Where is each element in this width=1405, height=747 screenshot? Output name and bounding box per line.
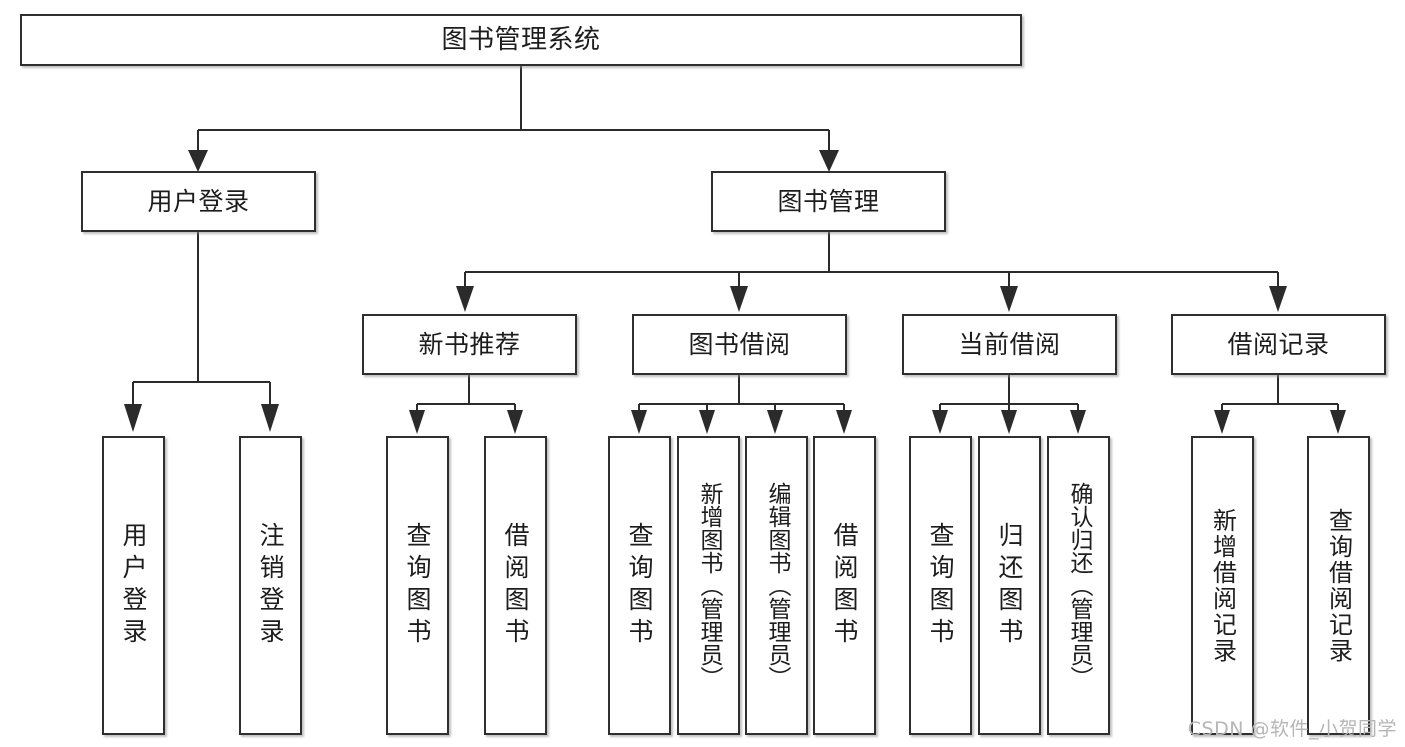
node-label: 图书管理 — [777, 186, 880, 216]
arrowhead-borrowrecord-leaf-1 — [1214, 410, 1230, 434]
node-book-borrow[interactable]: 图书借阅 — [632, 314, 847, 375]
node-label: 查询借阅记录 — [1324, 507, 1353, 664]
node-label: 新增图书（管理员） — [696, 482, 722, 689]
arrowhead-currentborrow-leaf-1 — [932, 410, 948, 434]
arrowhead-currentborrow-leaf-2 — [1001, 410, 1017, 434]
node-label: 编辑图书（管理员） — [764, 482, 790, 689]
leaf-borrow-record-query-record[interactable]: 查询借阅记录 — [1307, 436, 1370, 735]
leaf-book-borrow-query-book[interactable]: 查询图书 — [608, 436, 671, 735]
arrowhead-borrowrecord-leaf-2 — [1330, 410, 1346, 434]
node-label: 确认归还（管理员） — [1066, 482, 1092, 689]
node-book-management[interactable]: 图书管理 — [711, 171, 946, 232]
leaf-current-borrow-confirm-return-admin[interactable]: 确认归还（管理员） — [1047, 436, 1110, 735]
arrowhead-bookborrow-leaf-2 — [699, 410, 715, 434]
leaf-new-book-query-book[interactable]: 查询图书 — [386, 436, 449, 735]
leaf-user-login-login[interactable]: 用户登录 — [102, 436, 165, 735]
node-root-book-management-system[interactable]: 图书管理系统 — [20, 14, 1022, 66]
leaf-borrow-record-add-record[interactable]: 新增借阅记录 — [1191, 436, 1254, 735]
leaf-book-borrow-edit-book-admin[interactable]: 编辑图书（管理员） — [745, 436, 808, 735]
node-label: 归还图书 — [995, 521, 1024, 650]
leaf-user-login-logout[interactable]: 注销登录 — [239, 436, 302, 735]
node-label: 新增借阅记录 — [1208, 507, 1237, 664]
node-label: 查询图书 — [926, 521, 955, 650]
leaf-book-borrow-borrow-book[interactable]: 借阅图书 — [813, 436, 876, 735]
leaf-book-borrow-add-book-admin[interactable]: 新增图书（管理员） — [677, 436, 740, 735]
node-label: 图书借阅 — [688, 329, 791, 359]
node-label: 借阅记录 — [1227, 329, 1330, 359]
arrowhead-new-book — [456, 286, 474, 312]
arrowhead-newbook-leaf-2 — [507, 410, 523, 434]
node-label: 借阅图书 — [501, 521, 530, 650]
arrowhead-user-login — [188, 150, 208, 172]
leaf-current-borrow-return-book[interactable]: 归还图书 — [978, 436, 1041, 735]
arrowhead-current-borrow — [1000, 286, 1018, 312]
node-user-login[interactable]: 用户登录 — [81, 171, 316, 232]
node-label: 用户登录 — [119, 521, 148, 650]
arrowhead-book-manage — [819, 150, 839, 172]
node-label: 查询图书 — [403, 521, 432, 650]
node-label: 借阅图书 — [830, 521, 859, 650]
node-label: 注销登录 — [256, 521, 285, 650]
arrowhead-newbook-leaf-1 — [409, 410, 425, 434]
leaf-current-borrow-query-book[interactable]: 查询图书 — [909, 436, 972, 735]
arrowhead-book-borrow — [730, 286, 748, 312]
node-current-borrow[interactable]: 当前借阅 — [902, 314, 1117, 375]
arrowhead-currentborrow-leaf-3 — [1070, 410, 1086, 434]
node-label: 查询图书 — [625, 521, 654, 650]
arrowhead-bookborrow-leaf-1 — [631, 410, 647, 434]
leaf-new-book-borrow-book[interactable]: 借阅图书 — [484, 436, 547, 735]
node-borrow-record[interactable]: 借阅记录 — [1171, 314, 1386, 375]
node-new-book-recommend[interactable]: 新书推荐 — [362, 314, 577, 375]
node-label: 图书管理系统 — [441, 24, 601, 55]
node-label: 用户登录 — [147, 186, 250, 216]
arrowhead-leaf-logout — [261, 404, 279, 432]
arrowhead-bookborrow-leaf-4 — [836, 410, 852, 434]
arrowhead-borrow-record — [1269, 286, 1287, 312]
arrowhead-bookborrow-leaf-3 — [767, 410, 783, 434]
node-label: 当前借阅 — [958, 329, 1061, 359]
arrowhead-leaf-user-login — [124, 404, 142, 432]
node-label: 新书推荐 — [418, 329, 521, 359]
